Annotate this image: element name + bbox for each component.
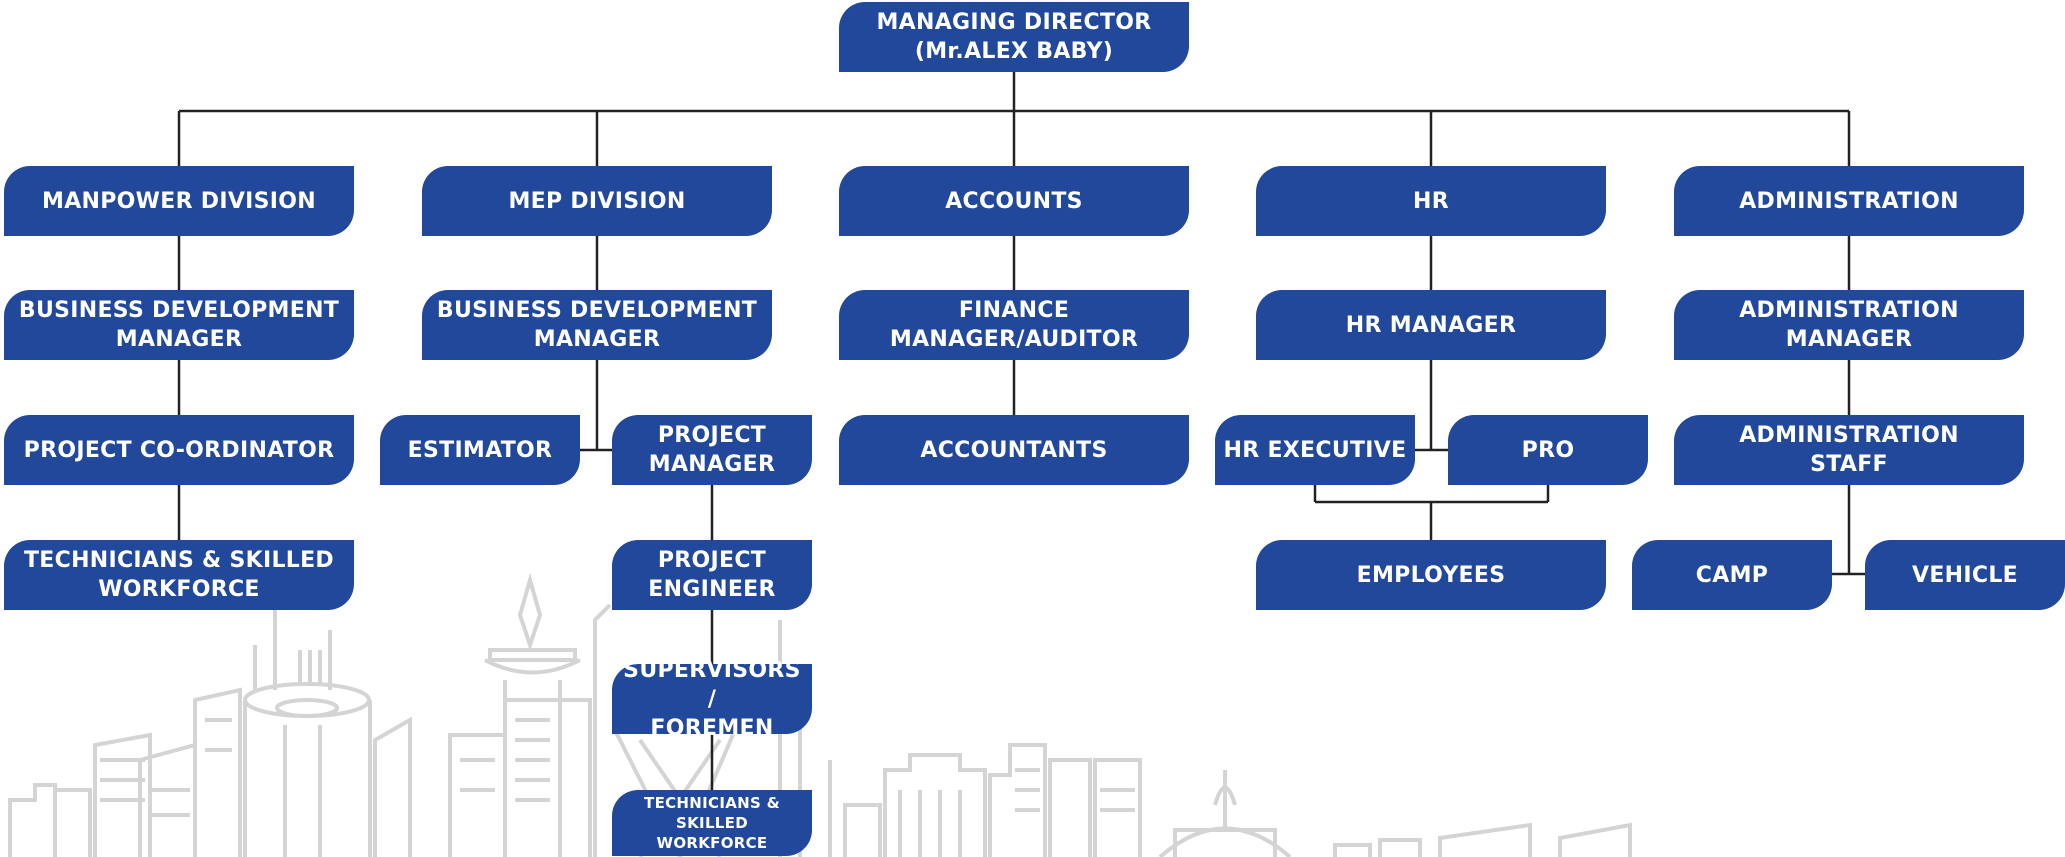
estimator-box: ESTIMATOR <box>380 415 580 485</box>
managing-director-box: MANAGING DIRECTOR (Mr.ALEX BABY) <box>839 2 1189 72</box>
mep-bdm-box: BUSINESS DEVELOPMENT MANAGER <box>422 290 772 360</box>
accountants-box: ACCOUNTANTS <box>839 415 1189 485</box>
administration-manager-box: ADMINISTRATION MANAGER <box>1674 290 2024 360</box>
manpower-division-box: MANPOWER DIVISION <box>4 166 354 236</box>
mep-technicians-box: TECHNICIANS & SKILLED WORKFORCE <box>612 790 812 856</box>
pro-box: PRO <box>1448 415 1648 485</box>
accounts-box: ACCOUNTS <box>839 166 1189 236</box>
manpower-technicians-box: TECHNICIANS & SKILLED WORKFORCE <box>4 540 354 610</box>
project-coordinator-box: PROJECT CO-ORDINATOR <box>4 415 354 485</box>
hr-executive-box: HR EXECUTIVE <box>1215 415 1415 485</box>
hr-manager-box: HR MANAGER <box>1256 290 1606 360</box>
mep-division-box: MEP DIVISION <box>422 166 772 236</box>
project-manager-box: PROJECT MANAGER <box>612 415 812 485</box>
administration-box: ADMINISTRATION <box>1674 166 2024 236</box>
administration-staff-box: ADMINISTRATION STAFF <box>1674 415 2024 485</box>
employees-box: EMPLOYEES <box>1256 540 1606 610</box>
camp-box: CAMP <box>1632 540 1832 610</box>
hr-box: HR <box>1256 166 1606 236</box>
project-engineer-box: PROJECT ENGINEER <box>612 540 812 610</box>
manpower-bdm-box: BUSINESS DEVELOPMENT MANAGER <box>4 290 354 360</box>
finance-manager-box: FINANCE MANAGER/AUDITOR <box>839 290 1189 360</box>
vehicle-box: VEHICLE <box>1865 540 2065 610</box>
supervisors-foremen-box: SUPERVISORS / FOREMEN <box>612 658 812 741</box>
